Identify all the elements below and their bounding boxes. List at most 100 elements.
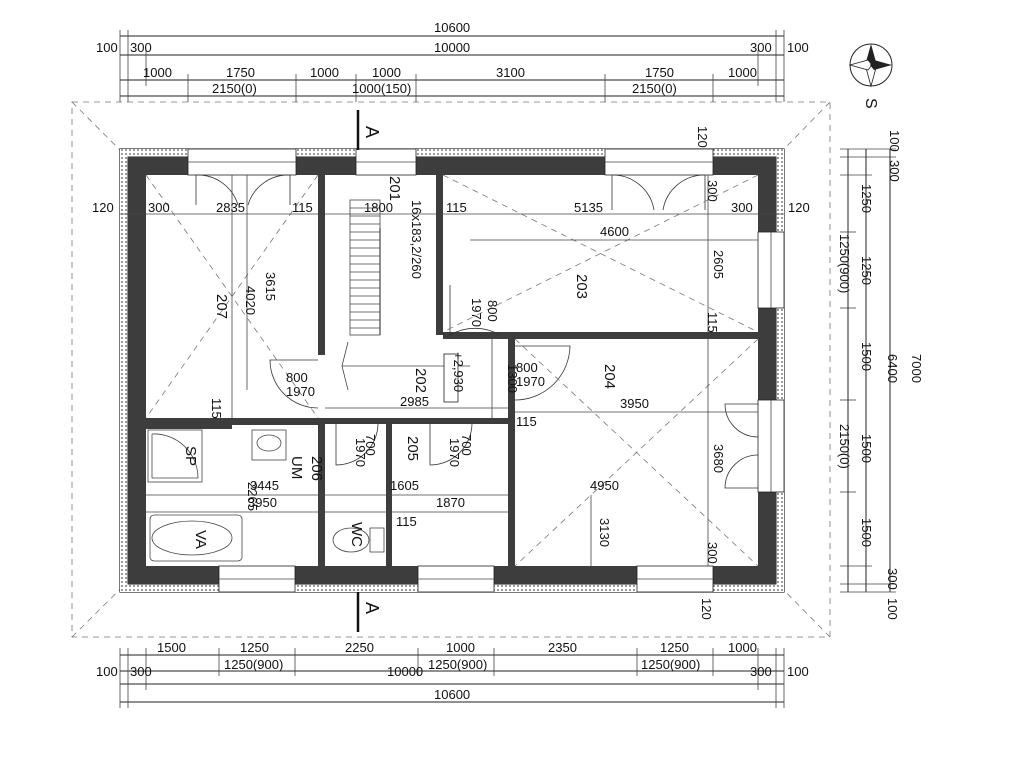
dim-1800: 1800: [364, 200, 393, 215]
top-row-dim-3: 1000: [310, 65, 339, 80]
bottom-overall-dim: 10600: [434, 687, 470, 702]
dim-2985: 2985: [400, 394, 429, 409]
top-row-dim-6: 1750: [645, 65, 674, 80]
top-dimension-lines: [119, 30, 785, 102]
compass-label: S: [862, 98, 879, 109]
dim-115-c: 115: [705, 312, 720, 333]
dim-2605: 2605: [711, 250, 726, 279]
level-marker: [443, 353, 459, 403]
shower-label: SP: [182, 446, 199, 466]
room-207-label: 207: [213, 294, 230, 319]
bottom-wall-left-dim: 300: [130, 664, 152, 679]
dim-2835: 2835: [216, 200, 245, 215]
dim-300-left: 300: [148, 200, 170, 215]
room-202-label: 202: [412, 368, 429, 393]
bathroom-fixtures: [147, 429, 385, 562]
bottom-dimension-lines: [119, 648, 785, 708]
section-mark-bottom: A: [362, 602, 382, 614]
bottom-row-dim-3: 2250: [345, 640, 374, 655]
level-value: +2,930: [451, 352, 466, 392]
dim-3680: 3680: [711, 444, 726, 473]
right-win-top: 1250(900): [837, 234, 852, 293]
dim-300-right: 300: [731, 200, 753, 215]
dim-115-b: 115: [446, 200, 467, 215]
bottom-edge-right-dim: 100: [787, 664, 809, 679]
dim-5135: 5135: [574, 200, 603, 215]
right-dimension-lines: [840, 148, 896, 593]
dim-3950-b: 3950: [248, 495, 277, 510]
top-row-dim-2: 1750: [226, 65, 255, 80]
dim-4020: 4020: [243, 286, 258, 315]
dim-800-c: 800: [516, 360, 538, 375]
right-side-wall-dim: 120: [788, 200, 810, 215]
dim-1970-b: 1970: [469, 298, 484, 327]
top-edge-left-dim: 100: [96, 40, 118, 55]
sink-label: UM: [288, 456, 305, 479]
right-wall-bottom-dim: 120: [699, 598, 714, 620]
dim-1300: 1300: [505, 364, 520, 393]
dim-700-b: 700: [459, 434, 474, 456]
staircase: [341, 199, 470, 391]
dim-1870: 1870: [436, 495, 465, 510]
dim-3445: 3445: [250, 478, 279, 493]
dim-1970-e: 1970: [447, 438, 462, 467]
top-window-right-dim: 2150(0): [632, 81, 677, 96]
bottom-edge-left-dim: 100: [96, 664, 118, 679]
left-side-wall-dim: 120: [92, 200, 114, 215]
top-wall-left-dim: 300: [130, 40, 152, 55]
bottom-window-b-dim: 1250(900): [428, 657, 487, 672]
top-window-mid-dim: 1000(150): [352, 81, 411, 96]
top-edge-right-dim: 100: [787, 40, 809, 55]
dim-3130: 3130: [597, 518, 612, 547]
right-seg-4: 1500: [859, 434, 874, 463]
dim-800-a: 800: [286, 370, 308, 385]
top-inner-dim: 10000: [434, 40, 470, 55]
dim-800-b: 800: [485, 300, 500, 322]
right-top-wall-dim: 300: [887, 160, 902, 182]
room-201-label: 201: [386, 176, 403, 201]
inner-dimension-lines: [120, 175, 784, 566]
bottom-row-dim-1: 1500: [157, 640, 186, 655]
right-seg-2: 1250: [859, 256, 874, 285]
dim-4950: 4950: [590, 478, 619, 493]
dim-115-a: 115: [292, 200, 313, 215]
bottom-row-dim-5: 2350: [548, 640, 577, 655]
right-overall-dim: 7000: [909, 354, 924, 383]
dim-1970-d: 1970: [353, 438, 368, 467]
dim-300-c: 300: [705, 542, 720, 564]
top-window-left-dim: 2150(0): [212, 81, 257, 96]
dim-115-e: 115: [516, 414, 537, 429]
right-bottom-wall-dim: 300: [885, 568, 900, 590]
bottom-row-dim-4: 1000: [446, 640, 475, 655]
room-204-label: 204: [601, 364, 618, 389]
dim-700-a: 700: [363, 434, 378, 456]
top-wall-right-dim: 300: [750, 40, 772, 55]
top-row-dim-7: 1000: [728, 65, 757, 80]
top-row-dim-5: 3100: [496, 65, 525, 80]
dim-1970-a: 1970: [286, 384, 315, 399]
right-seg-5: 1500: [859, 518, 874, 547]
bottom-row-dim-6: 1250: [660, 640, 689, 655]
dim-3950-a: 3950: [620, 396, 649, 411]
right-seg-3: 1500: [859, 342, 874, 371]
bottom-row-dim-2: 1250: [240, 640, 269, 655]
room-206-label: 206: [308, 456, 325, 481]
stairs-spec: 16x183,2/260: [409, 200, 424, 279]
dim-115-d: 115: [209, 398, 224, 419]
right-seg-1: 1250: [859, 184, 874, 213]
dim-1605: 1605: [390, 478, 419, 493]
bottom-window-a-dim: 1250(900): [224, 657, 283, 672]
toilet-label: WC: [348, 522, 365, 547]
top-overall-dim: 10600: [434, 20, 470, 35]
bottom-row-dim-7: 1000: [728, 640, 757, 655]
section-mark-top: A: [362, 126, 382, 138]
dim-300-d: 300: [705, 180, 720, 202]
room-205-label: 205: [404, 436, 421, 461]
right-wall-top-dim: 120: [695, 126, 710, 148]
right-inner-dim: 6400: [885, 354, 900, 383]
right-win-mid: 2150(0): [837, 424, 852, 469]
dim-4600: 4600: [600, 224, 629, 239]
bath-label: VA: [192, 530, 209, 549]
bottom-window-c-dim: 1250(900): [641, 657, 700, 672]
right-bottom-edge-dim: 100: [885, 598, 900, 620]
